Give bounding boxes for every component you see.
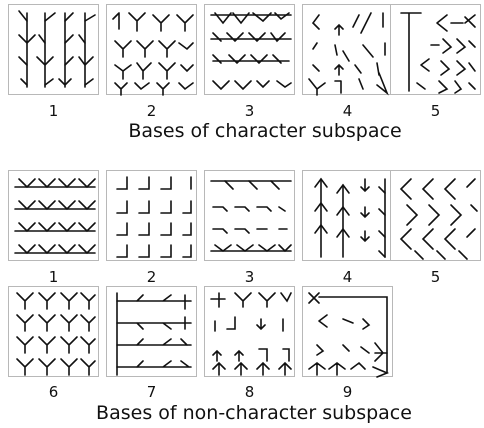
basis-pattern-image (210, 12, 292, 91)
tile-number: 9 (342, 383, 353, 401)
noncharacter-basis-tile-4 (302, 170, 393, 261)
noncharacter-basis-tile-9 (302, 286, 393, 378)
section-caption-non-character: Bases of non-character subspace (96, 402, 412, 424)
noncharacter-basis-tile-2 (106, 170, 197, 261)
character-basis-tile-4 (302, 4, 393, 96)
basis-pattern-image (400, 12, 476, 94)
character-basis-tile-1 (8, 4, 99, 95)
character-basis-tile-2 (106, 4, 197, 96)
tile-number: 3 (244, 268, 255, 286)
tile-number: 4 (342, 102, 353, 120)
noncharacter-basis-tile-6 (8, 286, 99, 377)
tile-number: 6 (48, 383, 59, 401)
basis-pattern-image (308, 292, 390, 378)
noncharacter-basis-tile-5 (390, 170, 481, 261)
basis-pattern-image (314, 177, 386, 258)
tile-number: 1 (48, 102, 59, 120)
basis-pattern-image (18, 10, 96, 88)
character-basis-tile-5 (390, 4, 481, 95)
tile-number: 3 (244, 102, 255, 120)
tile-number: 8 (244, 383, 255, 401)
basis-pattern-image (210, 180, 292, 253)
tile-number: 2 (146, 268, 157, 286)
basis-pattern-image (14, 178, 96, 255)
basis-pattern-image (116, 292, 192, 376)
basis-pattern-image (210, 292, 292, 376)
tile-number: 7 (146, 383, 157, 401)
section-caption-character: Bases of character subspace (128, 120, 402, 142)
basis-pattern-image (116, 176, 192, 258)
tile-number: 1 (48, 268, 59, 286)
basis-pattern-image (308, 12, 389, 96)
noncharacter-basis-tile-8 (204, 286, 295, 377)
basis-pattern-image (112, 12, 194, 96)
tile-number: 2 (146, 102, 157, 120)
tile-number: 5 (430, 102, 441, 120)
noncharacter-basis-tile-7 (106, 286, 197, 377)
basis-pattern-image (399, 178, 478, 260)
basis-pattern-image (16, 292, 96, 376)
noncharacter-basis-tile-1 (8, 170, 99, 261)
tile-number: 4 (342, 268, 353, 286)
tile-number: 5 (430, 268, 441, 286)
character-basis-tile-3 (204, 4, 295, 95)
noncharacter-basis-tile-3 (204, 170, 295, 261)
